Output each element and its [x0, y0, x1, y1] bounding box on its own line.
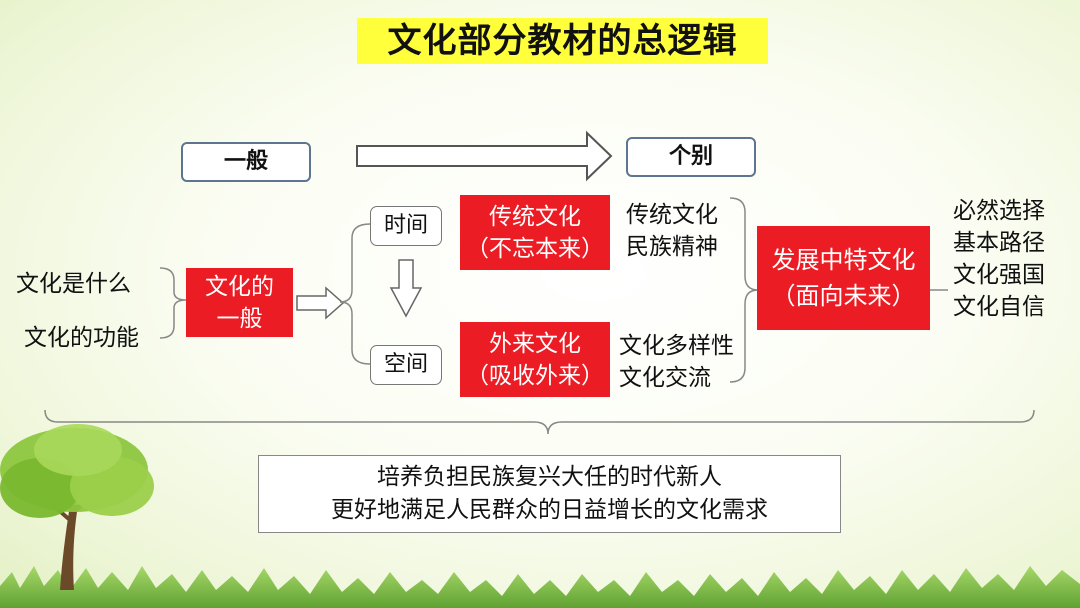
traditional-note-2: 民族精神: [626, 234, 718, 260]
down-arrow: [389, 259, 423, 318]
foreign-culture-subtitle: （吸收外来）: [466, 362, 604, 389]
page-title: 文化部分教材的总逻辑: [357, 18, 768, 64]
space-node: 空间: [370, 345, 442, 385]
socialist-culture-title: 发展中特文化: [771, 246, 916, 274]
culture-general-box: 文化的 一般: [186, 268, 293, 337]
traditional-culture-title: 传统文化: [489, 203, 581, 230]
foreign-culture-box: 外来文化 （吸收外来）: [460, 322, 610, 397]
general-label: 一般: [181, 142, 311, 182]
right-item-2: 基本路径: [953, 230, 1045, 256]
goal-box: 培养负担民族复兴大任的时代新人 更好地满足人民群众的日益增长的文化需求: [258, 455, 841, 533]
goal-line-2: 更好地满足人民群众的日益增长的文化需求: [331, 497, 768, 523]
tree: [0, 424, 154, 590]
right-bracket: [729, 197, 759, 383]
left-bracket: [159, 267, 187, 339]
right-item-3: 文化强国: [953, 262, 1045, 288]
general-arrow: [296, 286, 345, 320]
left-item-what-is-culture: 文化是什么: [16, 271, 131, 297]
culture-general-line2: 一般: [216, 305, 263, 332]
socialist-culture-subtitle: （面向未来）: [771, 282, 916, 310]
right-item-1: 必然选择: [953, 198, 1045, 224]
header-arrow: [356, 130, 613, 182]
foreign-note-2: 文化交流: [619, 365, 711, 391]
goal-line-1: 培养负担民族复兴大任的时代新人: [377, 464, 722, 490]
culture-general-line1: 文化的: [205, 273, 274, 300]
left-item-culture-function: 文化的功能: [24, 325, 139, 351]
traditional-note-1: 传统文化: [626, 202, 718, 228]
right-item-4: 文化自信: [953, 294, 1045, 320]
socialist-culture-box: 发展中特文化 （面向未来）: [757, 226, 930, 330]
time-space-bracket: [339, 223, 371, 365]
bottom-bracket: [44, 409, 1035, 435]
foreign-note-1: 文化多样性: [619, 333, 734, 359]
time-node: 时间: [370, 206, 442, 246]
traditional-culture-box: 传统文化 （不忘本来）: [460, 195, 610, 270]
specific-label: 个别: [626, 137, 756, 177]
foreign-culture-title: 外来文化: [489, 330, 581, 357]
grass: [0, 566, 1080, 608]
traditional-culture-subtitle: （不忘本来）: [466, 235, 604, 262]
